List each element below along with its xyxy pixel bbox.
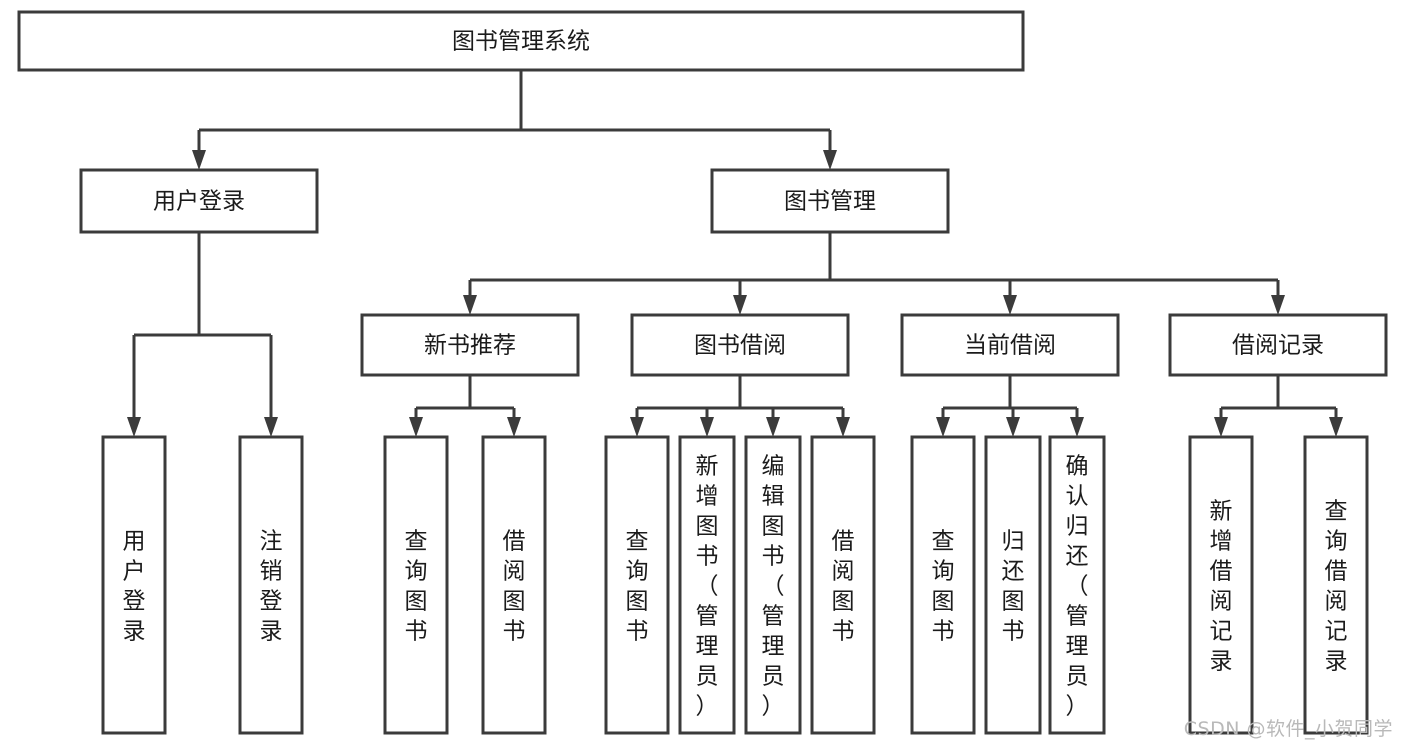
node-leaf-return-book[interactable]: 归还图书 <box>984 435 1042 735</box>
node-box[interactable] <box>481 435 547 735</box>
node-leaf-edit-book[interactable]: 编辑图书（管理员） <box>744 435 802 735</box>
csdn-watermark: CSDN @软件_小贺同学 <box>1183 718 1393 740</box>
arrow-head-icon <box>630 417 644 437</box>
node-label: 新书推荐 <box>424 333 516 359</box>
arrow-head-icon <box>1214 417 1228 437</box>
node-label: 查询图书 <box>405 528 428 644</box>
node-label: 归还图书 <box>1002 528 1025 644</box>
node-box[interactable] <box>810 435 876 735</box>
node-box[interactable] <box>900 313 1120 377</box>
node-label: 借阅记录 <box>1232 333 1324 359</box>
node-box[interactable] <box>1048 435 1106 735</box>
node-box[interactable] <box>1168 313 1388 377</box>
node-box[interactable] <box>984 435 1042 735</box>
arrow-head-icon <box>823 150 837 170</box>
connector-group-new-book-rec <box>409 375 521 437</box>
node-leaf-add-book[interactable]: 新增图书（管理员） <box>678 435 736 735</box>
node-box[interactable] <box>79 168 319 234</box>
node-box[interactable] <box>604 435 670 735</box>
node-leaf-logout[interactable]: 注销登录 <box>238 435 304 735</box>
node-box[interactable] <box>360 313 580 377</box>
arrow-head-icon <box>700 417 714 437</box>
arrow-head-icon <box>127 417 141 437</box>
node-box[interactable] <box>1188 435 1254 735</box>
node-box[interactable] <box>101 435 167 735</box>
arrow-head-icon <box>409 417 423 437</box>
node-box[interactable] <box>238 435 304 735</box>
node-book-borrow[interactable]: 图书借阅 <box>630 313 850 377</box>
arrow-head-icon <box>507 417 521 437</box>
arrow-head-icon <box>1006 417 1020 437</box>
arrow-head-icon <box>192 150 206 170</box>
node-label: 借阅图书 <box>832 528 855 644</box>
node-box[interactable] <box>910 435 976 735</box>
node-label: 查询借阅记录 <box>1325 498 1348 674</box>
node-label: 注销登录 <box>260 528 283 644</box>
node-label: 图书借阅 <box>694 333 786 359</box>
arrow-head-icon <box>1271 295 1285 315</box>
nodes-layer: 图书管理系统用户登录图书管理新书推荐图书借阅当前借阅借阅记录用户登录注销登录查询… <box>17 10 1388 735</box>
node-label: 查询图书 <box>626 528 649 644</box>
node-label: 新增借阅记录 <box>1210 498 1233 674</box>
node-leaf-borrow-book-1[interactable]: 借阅图书 <box>481 435 547 735</box>
arrow-head-icon <box>1003 295 1017 315</box>
node-leaf-user-login[interactable]: 用户登录 <box>101 435 167 735</box>
arrow-head-icon <box>766 417 780 437</box>
node-leaf-query-book-1[interactable]: 查询图书 <box>383 435 449 735</box>
node-leaf-borrow-book-2[interactable]: 借阅图书 <box>810 435 876 735</box>
node-borrow-record[interactable]: 借阅记录 <box>1168 313 1388 377</box>
node-box[interactable] <box>744 435 802 735</box>
node-new-book-rec[interactable]: 新书推荐 <box>360 313 580 377</box>
connectors-layer <box>127 70 1343 437</box>
node-label: 确认归还（管理员） <box>1066 453 1089 719</box>
connector-group-book-manage <box>463 232 1285 315</box>
arrow-head-icon <box>936 417 950 437</box>
node-leaf-confirm-return[interactable]: 确认归还（管理员） <box>1048 435 1106 735</box>
node-leaf-query-book-3[interactable]: 查询图书 <box>910 435 976 735</box>
arrow-head-icon <box>1329 417 1343 437</box>
node-box[interactable] <box>17 10 1025 72</box>
node-label: 用户登录 <box>123 528 146 644</box>
arrow-head-icon <box>733 295 747 315</box>
node-label: 编辑图书（管理员） <box>762 453 785 719</box>
arrow-head-icon <box>463 295 477 315</box>
node-box[interactable] <box>678 435 736 735</box>
node-box[interactable] <box>1303 435 1369 735</box>
node-box[interactable] <box>630 313 850 377</box>
connector-group-current-borrow <box>936 375 1084 437</box>
node-label: 图书管理 <box>784 189 876 215</box>
node-root[interactable]: 图书管理系统 <box>17 10 1025 72</box>
node-box[interactable] <box>383 435 449 735</box>
arrow-head-icon <box>1070 417 1084 437</box>
node-label: 用户登录 <box>153 189 245 215</box>
arrow-head-icon <box>836 417 850 437</box>
connector-group-root <box>192 70 837 170</box>
node-leaf-add-record[interactable]: 新增借阅记录 <box>1188 435 1254 735</box>
connector-group-user-login <box>127 232 278 437</box>
node-label: 新增图书（管理员） <box>696 453 719 719</box>
node-leaf-query-book-2[interactable]: 查询图书 <box>604 435 670 735</box>
node-label: 借阅图书 <box>503 528 526 644</box>
connector-group-borrow-record <box>1214 375 1343 437</box>
arrow-head-icon <box>264 417 278 437</box>
node-leaf-query-record[interactable]: 查询借阅记录 <box>1303 435 1369 735</box>
node-box[interactable] <box>710 168 950 234</box>
connector-group-book-borrow <box>630 375 850 437</box>
node-book-manage[interactable]: 图书管理 <box>710 168 950 234</box>
node-label: 查询图书 <box>932 528 955 644</box>
node-label: 当前借阅 <box>964 333 1056 359</box>
node-user-login[interactable]: 用户登录 <box>79 168 319 234</box>
node-current-borrow[interactable]: 当前借阅 <box>900 313 1120 377</box>
node-label: 图书管理系统 <box>452 29 590 55</box>
